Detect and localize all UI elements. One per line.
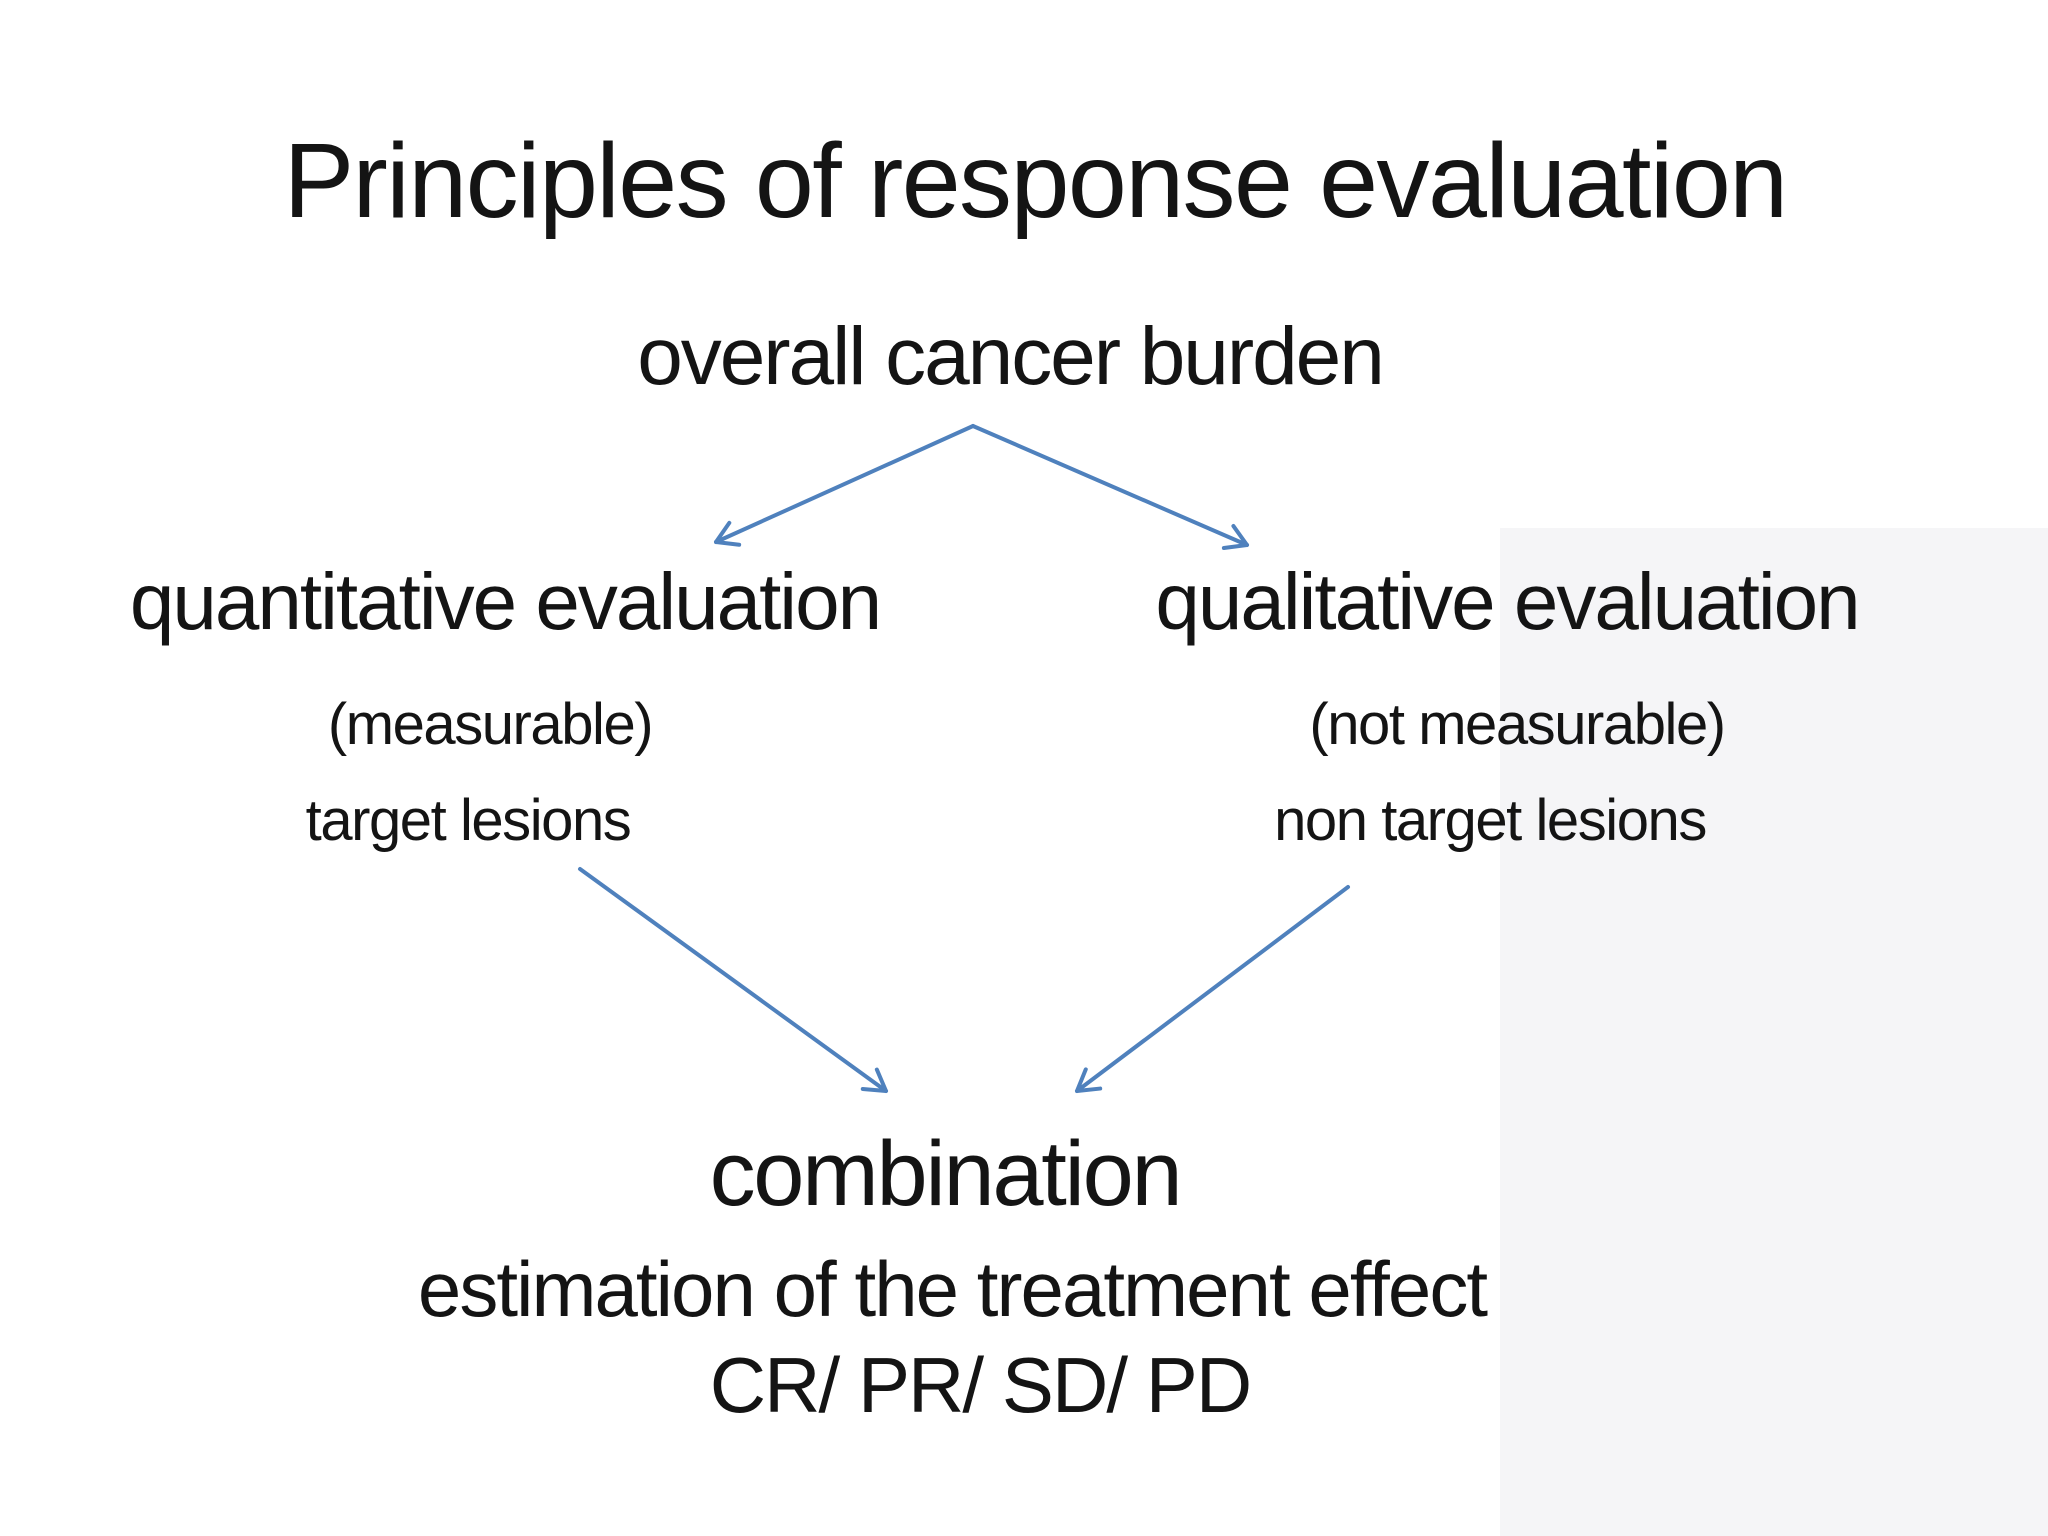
node-combination: combination: [709, 1123, 1183, 1225]
arrow-root-to-quantitative: [714, 424, 975, 547]
arrow-qualitative-to-combination: [1075, 885, 1350, 1093]
node-overall-cancer-burden: overall cancer burden: [637, 311, 1385, 402]
label-non-target-lesions: non target lesions: [1274, 788, 1707, 853]
label-not-measurable: (not measurable): [1309, 692, 1726, 757]
slide-title: Principles of response evaluation: [283, 122, 1788, 240]
node-quantitative-evaluation: quantitative evaluation: [129, 557, 882, 646]
background-shade: [1500, 528, 2048, 1536]
label-measurable: (measurable): [327, 692, 654, 757]
label-response-categories: CR/ PR/ SD/ PD: [709, 1341, 1252, 1429]
arrow-root-to-qualitative: [971, 424, 1249, 551]
label-target-lesions: target lesions: [305, 788, 632, 853]
arrow-quantitative-to-combination: [578, 867, 888, 1093]
node-qualitative-evaluation: qualitative evaluation: [1155, 557, 1860, 646]
label-treatment-effect-estimation: estimation of the treatment effect: [417, 1245, 1488, 1333]
